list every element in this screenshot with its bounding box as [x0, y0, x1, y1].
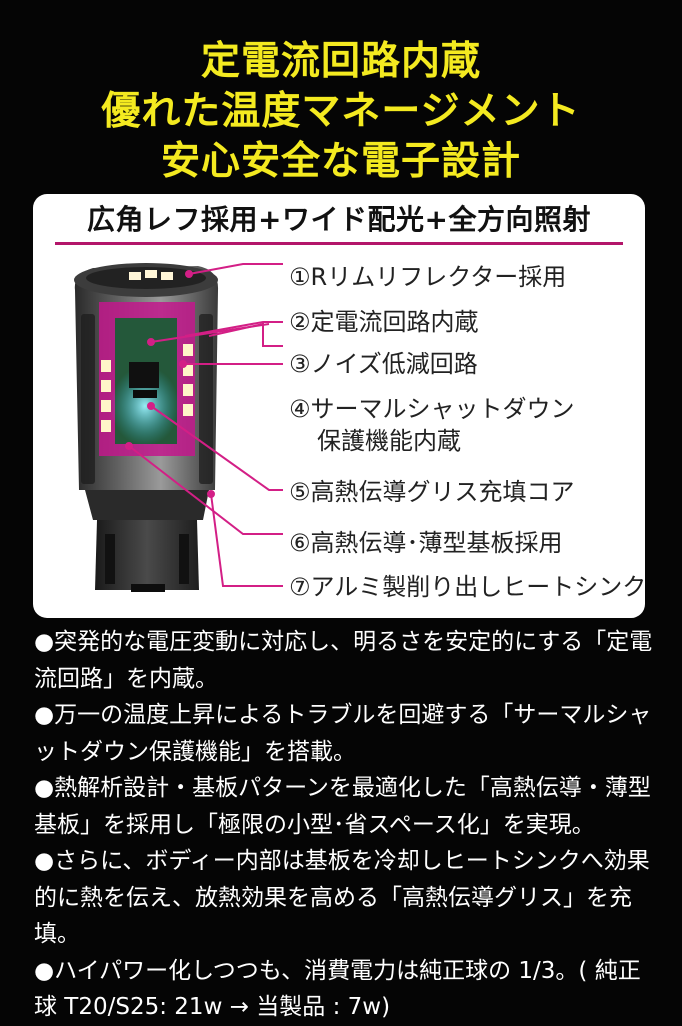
panel-title-rule	[55, 242, 623, 245]
headline-line-1: 定電流回路内蔵	[200, 39, 481, 84]
feature-4: ④サーマルシャットダウン	[289, 395, 575, 423]
bulb-diagram	[74, 263, 283, 592]
feature-2: ②定電流回路内蔵	[289, 308, 479, 336]
feature-4-cont: 保護機能内蔵	[317, 427, 461, 455]
note-item: ●熱解析設計・基板パターンを最適化した「高熱伝導・薄型基板」を採用し「極限の小型…	[34, 775, 651, 838]
headline-line-3: 安心安全な電子設計	[160, 139, 521, 184]
bulb-illustration	[74, 263, 219, 592]
note-item: ●突発的な電圧変動に対応し、明るさを安定的にする「定電流回路」を内蔵。	[34, 629, 653, 692]
feature-3: ③ノイズ低減回路	[289, 350, 478, 378]
feature-panel: 広角レフ採用+ワイド配光+全方向照射	[33, 194, 645, 618]
leader-lines	[125, 263, 283, 587]
note-item: ●さらに、ボディー内部は基板を冷却しヒートシンクへ効果的に熱を伝え、放熱効果を高…	[34, 848, 650, 947]
feature-7: ⑦アルミ製削り出しヒートシンク	[289, 573, 645, 601]
headline-line-2: 優れた温度マネージメント	[101, 89, 581, 134]
panel-title: 広角レフ採用+ワイド配光+全方向照射	[87, 203, 591, 236]
feature-notes: ●突発的な電圧変動に対応し、明るさを安定的にする「定電流回路」を内蔵。 ●万一の…	[34, 624, 654, 1026]
feature-1: ①Rリムリフレクター採用	[289, 263, 567, 291]
feature-6: ⑥高熱伝導･薄型基板採用	[289, 529, 563, 557]
note-item: ●ハイパワー化しつつも、消費電力は純正球の 1/3。( 純正球 T20/S25:…	[34, 957, 641, 1021]
feature-5: ⑤高熱伝導グリス充填コア	[289, 478, 575, 506]
note-item: ●万一の温度上昇によるトラブルを回避する「サーマルシャットダウン保護機能」を搭載…	[34, 702, 652, 765]
